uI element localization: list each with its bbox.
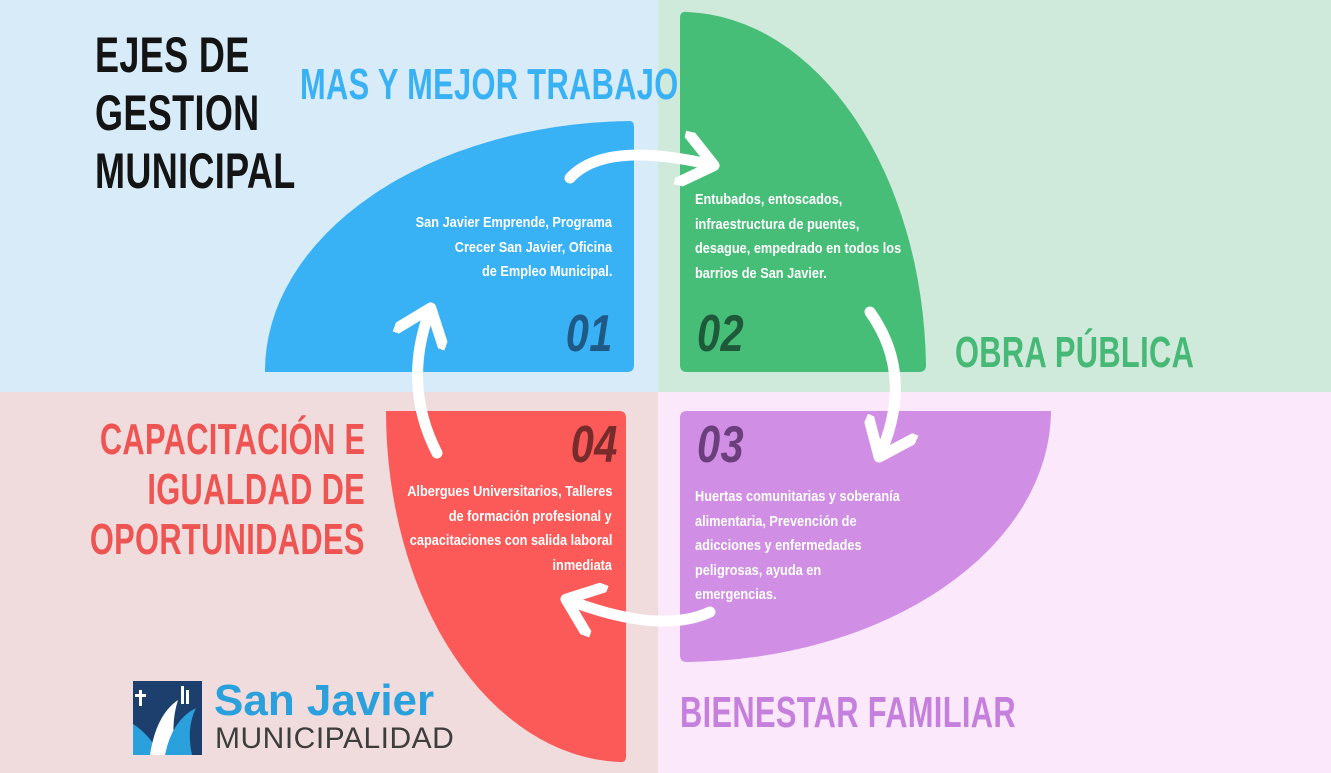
- axis-02-number: 02: [697, 305, 745, 363]
- arrow-03-to-04: [568, 600, 716, 621]
- logo-name: San Javier: [214, 676, 435, 725]
- arrow-04-to-01: [418, 310, 437, 459]
- segment-03: [680, 411, 1051, 662]
- axis-03-title: BIENESTAR FAMILIAR: [680, 688, 1016, 737]
- segment-01: [264, 121, 634, 372]
- axis-04-title: CAPACITACIÓN E IGUALDAD DE OPORTUNIDADES: [90, 415, 365, 564]
- segment-02: [680, 11, 926, 372]
- main-title-line-1: EJES DE: [95, 27, 250, 83]
- san-javier-logo-icon: [133, 681, 202, 755]
- axis-02-title: OBRA PÚBLICA: [955, 328, 1195, 377]
- axis-04-number: 04: [570, 416, 618, 474]
- main-title-line-3: MUNICIPAL: [95, 143, 296, 199]
- logo-subtitle: MUNICIPALIDAD: [215, 722, 455, 755]
- axis-01-number: 01: [565, 305, 613, 363]
- axis-03-number: 03: [697, 416, 745, 474]
- arrow-01-to-02: [564, 155, 712, 178]
- main-title: EJES DE GESTION MUNICIPAL: [95, 26, 374, 200]
- axis-04-description: Albergues Universitarios, Talleres de fo…: [406, 483, 612, 574]
- arrow-02-to-03: [870, 306, 895, 455]
- axis-02-description: Entubados, entoscados, infraestructura d…: [695, 191, 902, 282]
- main-title-line-2: GESTION: [95, 85, 260, 141]
- axis-03-description: Huertas comunitarias y soberanía aliment…: [695, 488, 900, 603]
- axis-01-title: MAS Y MEJOR TRABAJO: [300, 60, 679, 109]
- segment-04: [386, 411, 626, 763]
- axis-01-description: San Javier Emprende, Programa Crecer San…: [415, 214, 612, 280]
